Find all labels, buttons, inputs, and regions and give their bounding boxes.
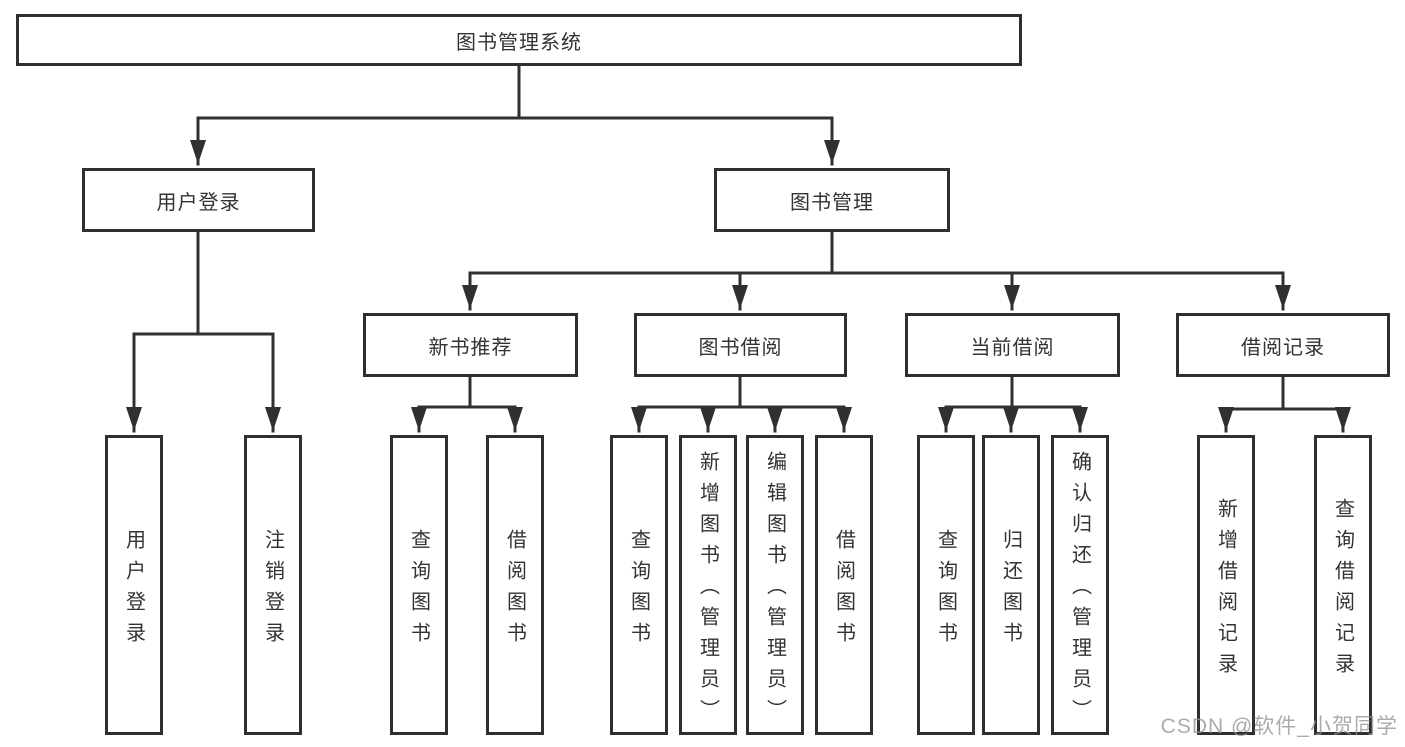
leaf-add-book-admin: 新增图书（管理员） xyxy=(679,435,737,735)
node-book-borrow: 图书借阅 xyxy=(634,313,847,377)
leaf-logout: 注销登录 xyxy=(244,435,302,735)
node-borrow-records: 借阅记录 xyxy=(1176,313,1390,377)
node-root-label: 图书管理系统 xyxy=(456,31,582,54)
leaf-borrow-books: 借阅图书 xyxy=(815,435,873,735)
leaf-edit-book-admin-label: 编辑图书（管理员） xyxy=(763,451,786,730)
leaf-add-borrow-record-label: 新增借阅记录 xyxy=(1214,497,1237,684)
leaf-logout-label: 注销登录 xyxy=(261,528,284,653)
leaf-add-book-admin-label: 新增图书（管理员） xyxy=(696,451,719,730)
leaf-edit-book-admin: 编辑图书（管理员） xyxy=(746,435,804,735)
node-user-login-label: 用户登录 xyxy=(156,191,241,214)
node-new-book-recommend-label: 新书推荐 xyxy=(428,336,513,359)
leaf-add-borrow-record: 新增借阅记录 xyxy=(1197,435,1255,735)
csdn-watermark: CSDN @软件_小贺同学 xyxy=(1160,715,1398,738)
leaf-query-books-current: 查询图书 xyxy=(917,435,975,735)
node-current-borrow-label: 当前借阅 xyxy=(970,336,1055,359)
leaf-borrow-books-label: 借阅图书 xyxy=(832,528,855,653)
leaf-borrow-books-recommend-label: 借阅图书 xyxy=(503,528,526,653)
node-book-borrow-label: 图书借阅 xyxy=(698,336,783,359)
leaf-confirm-return-admin: 确认归还（管理员） xyxy=(1051,435,1109,735)
leaf-return-book-label: 归还图书 xyxy=(999,528,1022,653)
leaf-query-books-recommend-label: 查询图书 xyxy=(407,528,430,653)
node-book-management-label: 图书管理 xyxy=(790,191,874,214)
leaf-confirm-return-admin-label: 确认归还（管理员） xyxy=(1068,451,1091,730)
node-borrow-records-label: 借阅记录 xyxy=(1241,336,1325,359)
leaf-query-books-current-label: 查询图书 xyxy=(934,528,957,653)
leaf-user-login: 用户登录 xyxy=(105,435,163,735)
node-new-book-recommend: 新书推荐 xyxy=(363,313,578,377)
leaf-query-borrow-record-label: 查询借阅记录 xyxy=(1331,497,1354,684)
leaf-query-borrow-record: 查询借阅记录 xyxy=(1314,435,1372,735)
leaf-query-books-recommend: 查询图书 xyxy=(390,435,448,735)
node-book-management: 图书管理 xyxy=(714,168,950,232)
node-current-borrow: 当前借阅 xyxy=(905,313,1120,377)
node-root: 图书管理系统 xyxy=(16,14,1022,66)
leaf-query-books-borrow: 查询图书 xyxy=(610,435,668,735)
leaf-return-book: 归还图书 xyxy=(982,435,1040,735)
leaf-user-login-label: 用户登录 xyxy=(122,528,145,653)
leaf-query-books-borrow-label: 查询图书 xyxy=(627,528,650,653)
leaf-borrow-books-recommend: 借阅图书 xyxy=(486,435,544,735)
node-user-login: 用户登录 xyxy=(82,168,315,232)
